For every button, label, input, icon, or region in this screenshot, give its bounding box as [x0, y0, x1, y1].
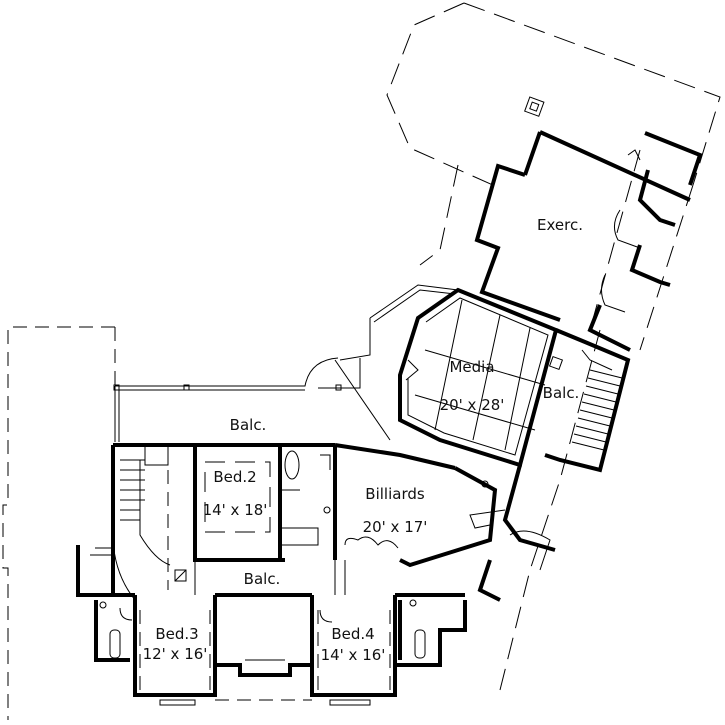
- room-size-media: 20' x 28': [439, 396, 505, 414]
- room-label-exercise: Exerc.: [537, 216, 583, 234]
- room-label-balcony-mid: Balc.: [243, 570, 281, 588]
- room-size-bed2: 14' x 18': [202, 501, 268, 519]
- room-size-bed4: 14' x 16': [320, 646, 386, 664]
- chimney-icon: [524, 96, 545, 117]
- room-size-bed3: 12' x 16': [142, 645, 208, 663]
- stairs: [571, 369, 623, 451]
- media-balcony: [544, 328, 631, 473]
- room-label-billiards: Billiards: [365, 485, 425, 503]
- main-block-walls: [76, 443, 498, 697]
- room-size-billiards: 20' x 17': [362, 518, 428, 536]
- room-label-balcony-media: Balc.: [542, 384, 580, 402]
- interior-details: [99, 445, 556, 706]
- upper-wing-outline: [386, 2, 721, 691]
- exercise-room-walls: [474, 130, 703, 352]
- room-label-balcony-top: Balc.: [229, 416, 267, 434]
- room-label-bed3: Bed.3: [155, 625, 199, 643]
- curved-stair: [90, 539, 136, 601]
- lower-level-outline-left: [2, 326, 116, 720]
- balcony-rails: [113, 284, 459, 442]
- room-label-bed4: Bed.4: [331, 625, 375, 643]
- room-label-bed2: Bed.2: [213, 468, 257, 486]
- window-seats: [601, 209, 641, 313]
- media-room-walls: [398, 287, 559, 468]
- room-label-media: Media: [449, 358, 495, 376]
